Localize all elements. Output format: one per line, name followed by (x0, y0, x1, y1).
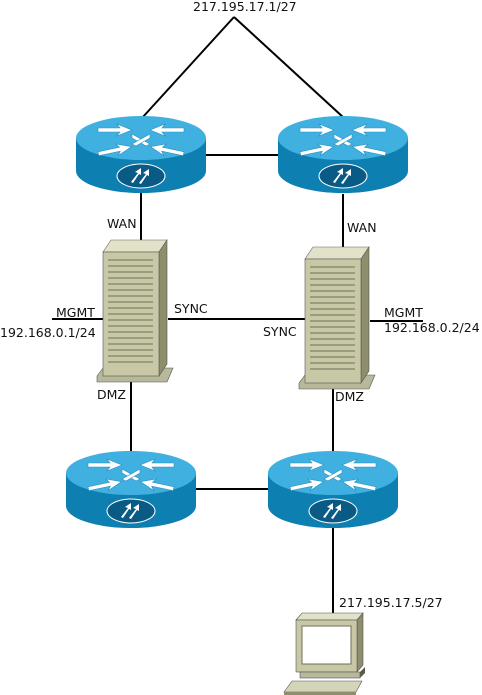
link-left-router-to-internet (141, 16, 235, 119)
sync-left-label: SYNC (174, 301, 208, 316)
firewall-left-server-icon[interactable] (96, 239, 174, 383)
mgmt-left-label: MGMT (56, 305, 95, 320)
wan-left-label: WAN (107, 216, 137, 231)
link-right-router-to-internet (233, 16, 345, 119)
router-top-right-icon[interactable] (277, 115, 409, 194)
mgmt-left-ip-label: 192.168.0.1/24 (0, 325, 96, 340)
mgmt-right-label: MGMT (384, 305, 423, 320)
links (52, 16, 423, 613)
host-ip-label: 217.195.17.5/27 (339, 595, 443, 610)
router-bottom-right-icon[interactable] (267, 450, 399, 529)
host-computer-icon[interactable] (283, 612, 365, 695)
firewall-right-server-icon[interactable] (298, 246, 376, 390)
sync-right-label: SYNC (263, 324, 297, 339)
mgmt-right-ip-label: 192.168.0.2/24 (384, 320, 480, 335)
router-bottom-left-icon[interactable] (65, 450, 197, 529)
dmz-left-label: DMZ (97, 387, 126, 402)
wan-subnet-label: 217.195.17.1/27 (193, 0, 297, 14)
router-top-left-icon[interactable] (75, 115, 207, 194)
dmz-right-label: DMZ (335, 389, 364, 404)
wan-right-label: WAN (347, 220, 377, 235)
